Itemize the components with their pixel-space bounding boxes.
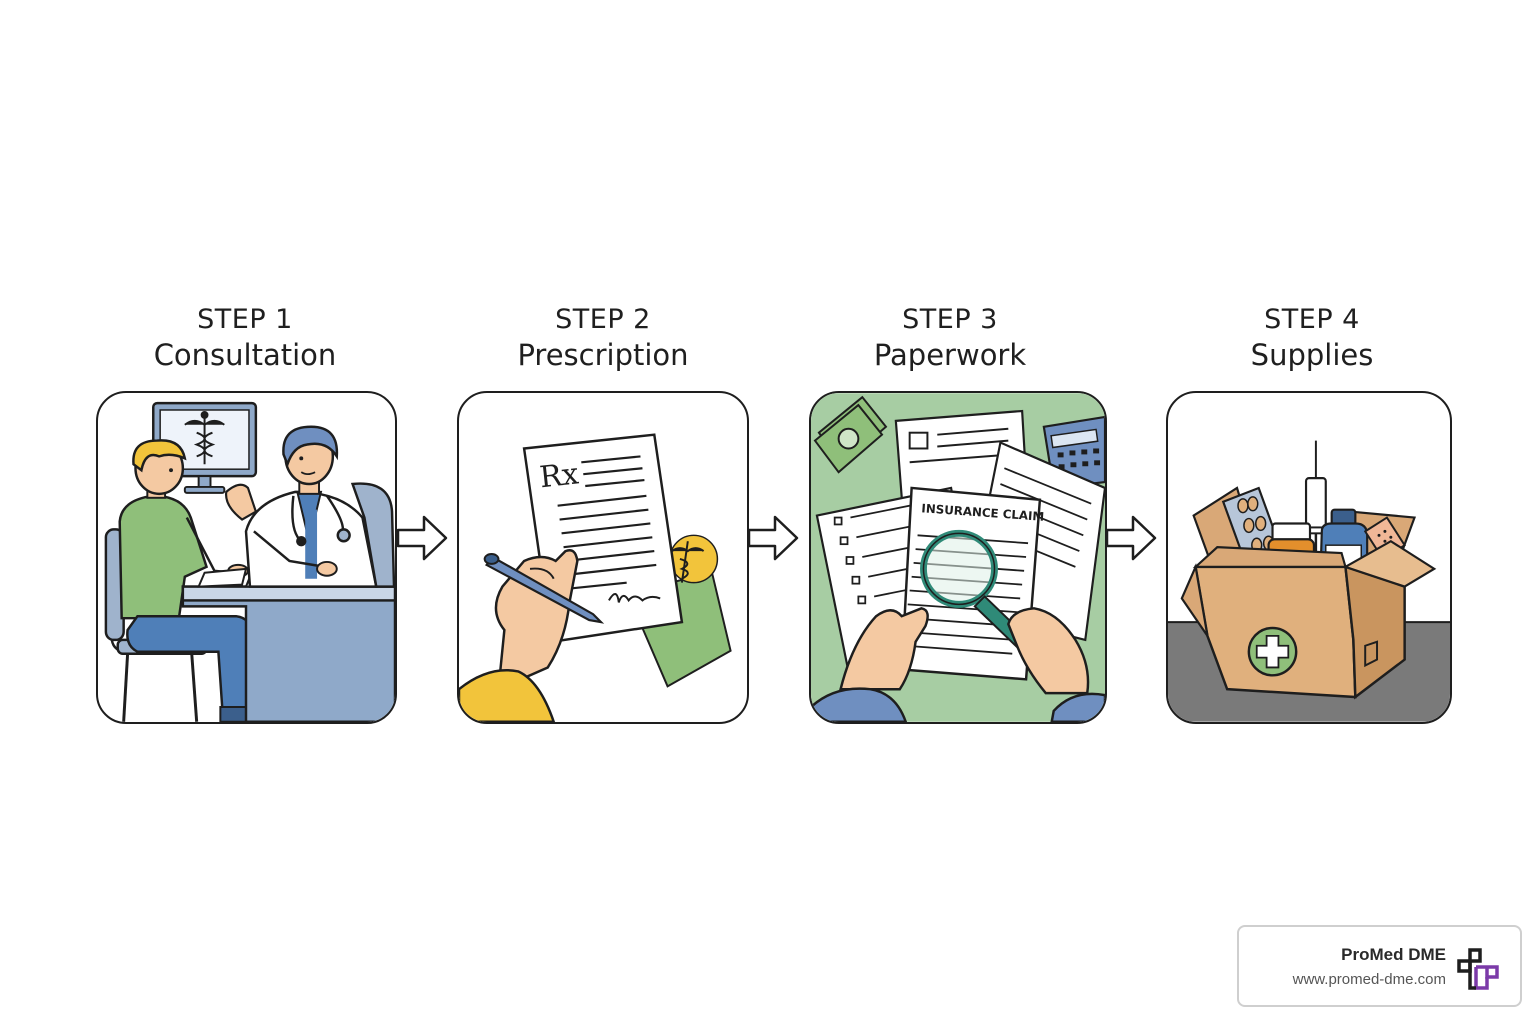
medical-cross-icon: [1247, 626, 1298, 677]
step-4-number: STEP 4: [1264, 304, 1360, 335]
step-2-number: STEP 2: [555, 304, 651, 335]
step-2-heading: STEP 2 Prescription: [453, 303, 753, 373]
supplies-illustration: [1168, 440, 1450, 722]
arrow-right-icon: [1105, 515, 1157, 561]
stethoscope-icon: [291, 495, 351, 547]
step-1-number: STEP 1: [197, 304, 293, 335]
prescription-illustration: Rx: [459, 433, 732, 722]
magnifying-glass-icon: [920, 529, 1040, 660]
arrow-right-icon: [396, 515, 448, 561]
brand-url[interactable]: www.promed-dme.com: [1292, 971, 1446, 988]
brand-badge[interactable]: ProMed DME www.promed-dme.com: [1237, 925, 1522, 1007]
caduceus-icon: [184, 410, 225, 465]
promed-logo-icon: [1457, 948, 1499, 990]
step-4-title: Supplies: [1250, 337, 1374, 372]
supplies-panel: [1166, 391, 1452, 724]
step-1-title: Consultation: [153, 337, 337, 372]
rx-symbol: Rx: [538, 456, 581, 494]
consultation-panel: [96, 391, 397, 724]
signature-mark: [608, 593, 661, 603]
paperwork-panel: INSURANCE CLAIM: [809, 391, 1107, 724]
step-3-title: Paperwork: [873, 337, 1027, 372]
caduceus-icon: [671, 541, 705, 583]
money-icon: [813, 395, 888, 474]
pen-icon: [483, 553, 605, 624]
step-3-heading: STEP 3 Paperwork: [800, 303, 1100, 373]
consultation-illustration: [104, 401, 395, 722]
step-4-heading: STEP 4 Supplies: [1162, 303, 1462, 373]
step-2-title: Prescription: [517, 337, 689, 372]
step-3-number: STEP 3: [902, 304, 998, 335]
paperwork-illustration: INSURANCE CLAIM: [811, 393, 1105, 722]
arrow-right-icon: [747, 515, 799, 561]
brand-name: ProMed DME: [1341, 945, 1446, 964]
prescription-panel: Rx: [457, 391, 749, 724]
step-1-heading: STEP 1 Consultation: [95, 303, 395, 373]
